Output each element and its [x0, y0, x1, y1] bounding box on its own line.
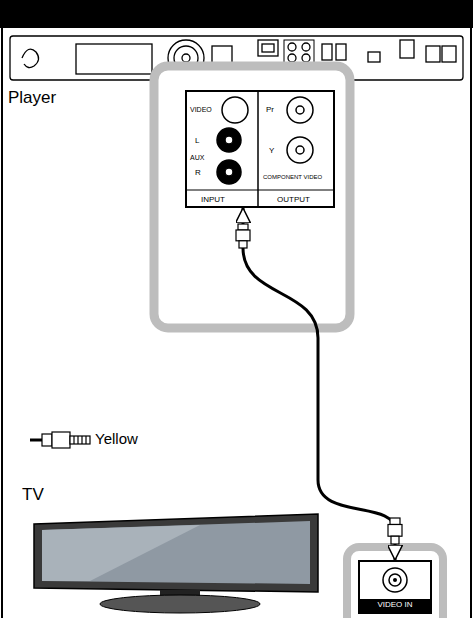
- plug-icon: [30, 432, 90, 448]
- header-bar: [0, 0, 473, 28]
- video-cable: [243, 208, 395, 560]
- video-in-jack: [393, 578, 397, 582]
- jack-label: VIDEO: [190, 106, 212, 114]
- page-frame: [1, 28, 3, 618]
- jack-panel: VIDEO L AUX R INPUT PrY COMPONENT VIDEO OUTPUT: [185, 90, 335, 208]
- rca-plug: [388, 518, 402, 544]
- page-frame: [470, 28, 472, 618]
- jack-label: COMPONENT VIDEO: [263, 174, 322, 181]
- jack-label: Pr: [266, 106, 274, 115]
- part-name: Player: [8, 89, 56, 108]
- part-name: TV: [22, 486, 44, 505]
- jack-label: INPUT: [201, 196, 225, 205]
- jack-label: AUX: [190, 154, 204, 162]
- video-in-panel: VIDEO IN: [358, 560, 432, 614]
- rca-plug: [236, 224, 250, 248]
- zoom-inset: [154, 66, 350, 328]
- cable-color-label: Yellow: [95, 431, 138, 448]
- tv-set: [34, 514, 318, 613]
- video-in-jack: [389, 574, 401, 586]
- jack-label: L: [195, 137, 199, 146]
- jack-label: R: [195, 169, 201, 178]
- input-label: VIDEO IN: [360, 599, 430, 612]
- video-in-jack: [383, 568, 407, 592]
- jack-panel-art: [187, 92, 333, 206]
- jack-label: OUTPUT: [277, 196, 310, 205]
- jack-label: Y: [269, 147, 274, 156]
